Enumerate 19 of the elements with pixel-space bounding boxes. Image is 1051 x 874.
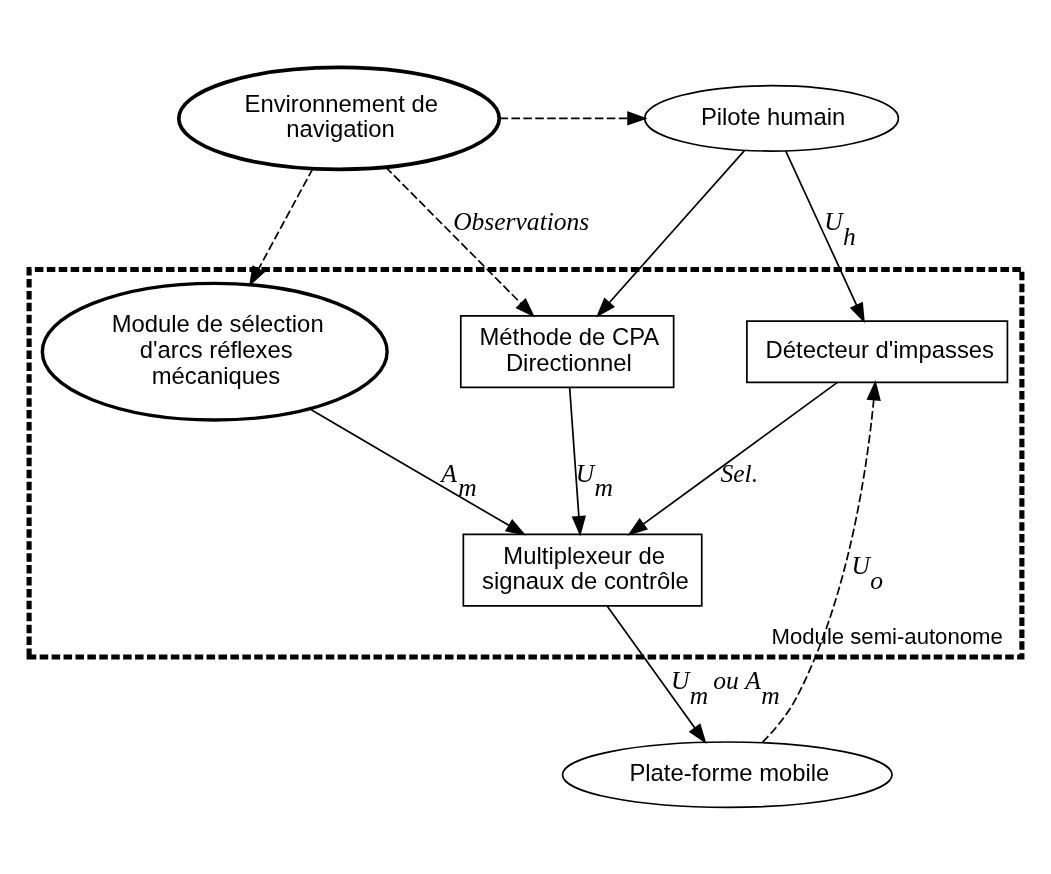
arrow bbox=[627, 381, 839, 536]
arrow bbox=[568, 386, 586, 536]
edge-label: Observations bbox=[453, 206, 590, 236]
arrow bbox=[784, 149, 865, 323]
node-ellipse: Environnement de navigation bbox=[176, 65, 502, 171]
arrow bbox=[384, 165, 535, 317]
node-ellipse: Module de sélection d'arcs réflexes mécaniques bbox=[40, 281, 389, 422]
node-box: Détecteur d'impasses bbox=[746, 319, 1009, 383]
arrow bbox=[498, 110, 648, 126]
arrow bbox=[249, 167, 314, 287]
node-ellipse: Plate-forme mobile bbox=[561, 740, 893, 808]
arrow bbox=[761, 379, 881, 743]
node-ellipse: Pilote humain bbox=[643, 84, 900, 152]
edge-label: Sel. bbox=[720, 458, 759, 488]
arrow bbox=[596, 149, 746, 317]
arrow bbox=[606, 604, 707, 744]
node-box: Multiplexeur de signaux de contrôle bbox=[462, 533, 703, 607]
arrow bbox=[309, 407, 527, 535]
node-box: Méthode de CPA Directionnel bbox=[459, 314, 675, 388]
